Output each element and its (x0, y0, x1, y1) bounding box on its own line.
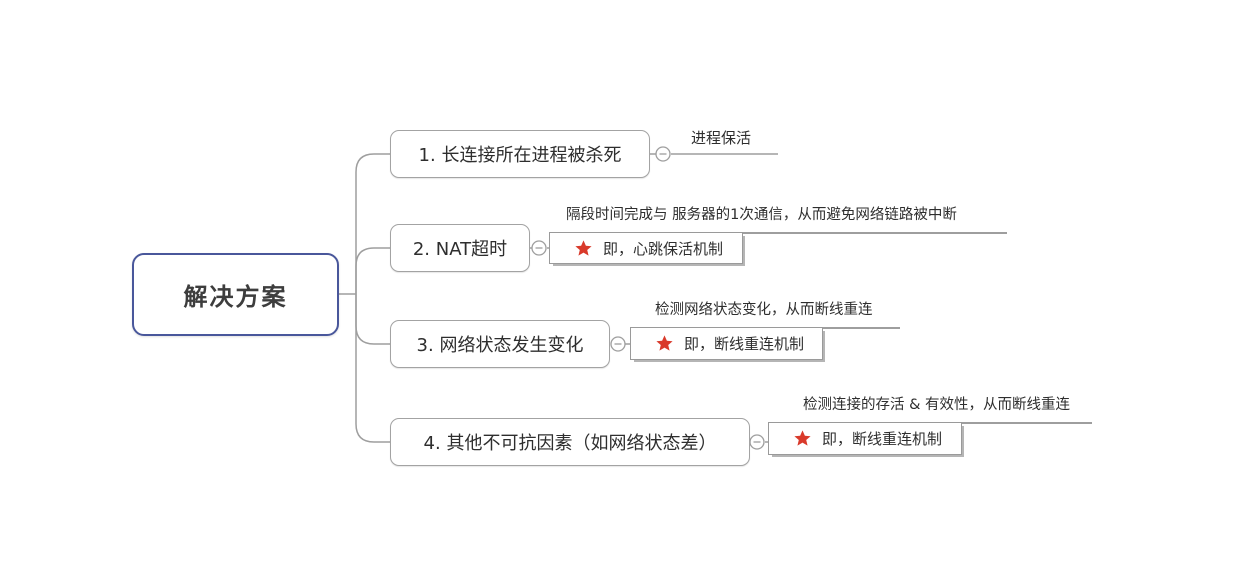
topic-2-nat-timeout[interactable]: 2. NAT超时 (390, 224, 530, 272)
child-group-4: 检测连接的存活 & 有效性，从而断线重连 即，断线重连机制 (768, 394, 1092, 455)
collapse-button-3[interactable] (610, 336, 626, 352)
collapse-button-2[interactable] (531, 240, 547, 256)
root-topic-label: 解决方案 (183, 283, 288, 311)
connector-branch-3 (355, 294, 390, 345)
child-group-2: 隔段时间完成与 服务器的1次通信，从而避免网络链路被中断 即，心跳保活机制 (549, 204, 1007, 264)
solution-topic-reconnect-4[interactable]: 即，断线重连机制 (768, 422, 962, 455)
root-topic[interactable]: 解决方案 (132, 253, 339, 336)
topic-1-process-killed[interactable]: 1. 长连接所在进程被杀死 (390, 130, 650, 178)
star-marker-icon[interactable] (793, 429, 812, 448)
note-topic-reconnect-4[interactable]: 检测连接的存活 & 有效性，从而断线重连 (803, 397, 1071, 413)
connector-branch-2 (355, 247, 390, 294)
star-marker-icon[interactable] (655, 334, 674, 353)
note-topic-reconnect-3[interactable]: 检测网络状态变化，从而断线重连 (655, 302, 873, 318)
topic-3-network-change[interactable]: 3. 网络状态发生变化 (390, 320, 610, 368)
child-group-3: 检测网络状态变化，从而断线重连 即，断线重连机制 (630, 299, 900, 360)
note-underline (549, 232, 1007, 234)
leaf-topic-label: 进程保活 (690, 129, 751, 147)
connector-branch-1 (355, 153, 390, 294)
topic-3-label: 3. 网络状态发生变化 (416, 335, 584, 356)
topic-1-label: 1. 长连接所在进程被杀死 (418, 145, 622, 166)
connector-branch-4 (355, 294, 390, 443)
topic-4-label: 4. 其他不可抗因素（如网络状态差） (423, 433, 717, 454)
note-topic-heartbeat[interactable]: 隔段时间完成与 服务器的1次通信，从而避免网络链路被中断 (566, 207, 957, 223)
leaf-topic-process-keepalive[interactable]: 进程保活 (664, 127, 778, 148)
topic-2-label: 2. NAT超时 (412, 239, 508, 260)
solution-topic-label: 即，心跳保活机制 (603, 239, 724, 258)
solution-topic-label: 即，断线重连机制 (684, 335, 805, 353)
solution-topic-label: 即，断线重连机制 (822, 430, 943, 448)
collapse-button-4[interactable] (749, 434, 765, 450)
solution-topic-heartbeat[interactable]: 即，心跳保活机制 (549, 232, 743, 264)
topic-4-force-majeure[interactable]: 4. 其他不可抗因素（如网络状态差） (390, 418, 750, 466)
collapse-button-1[interactable] (655, 146, 671, 162)
solution-topic-reconnect-3[interactable]: 即，断线重连机制 (630, 327, 823, 360)
star-marker-icon[interactable] (574, 239, 593, 258)
